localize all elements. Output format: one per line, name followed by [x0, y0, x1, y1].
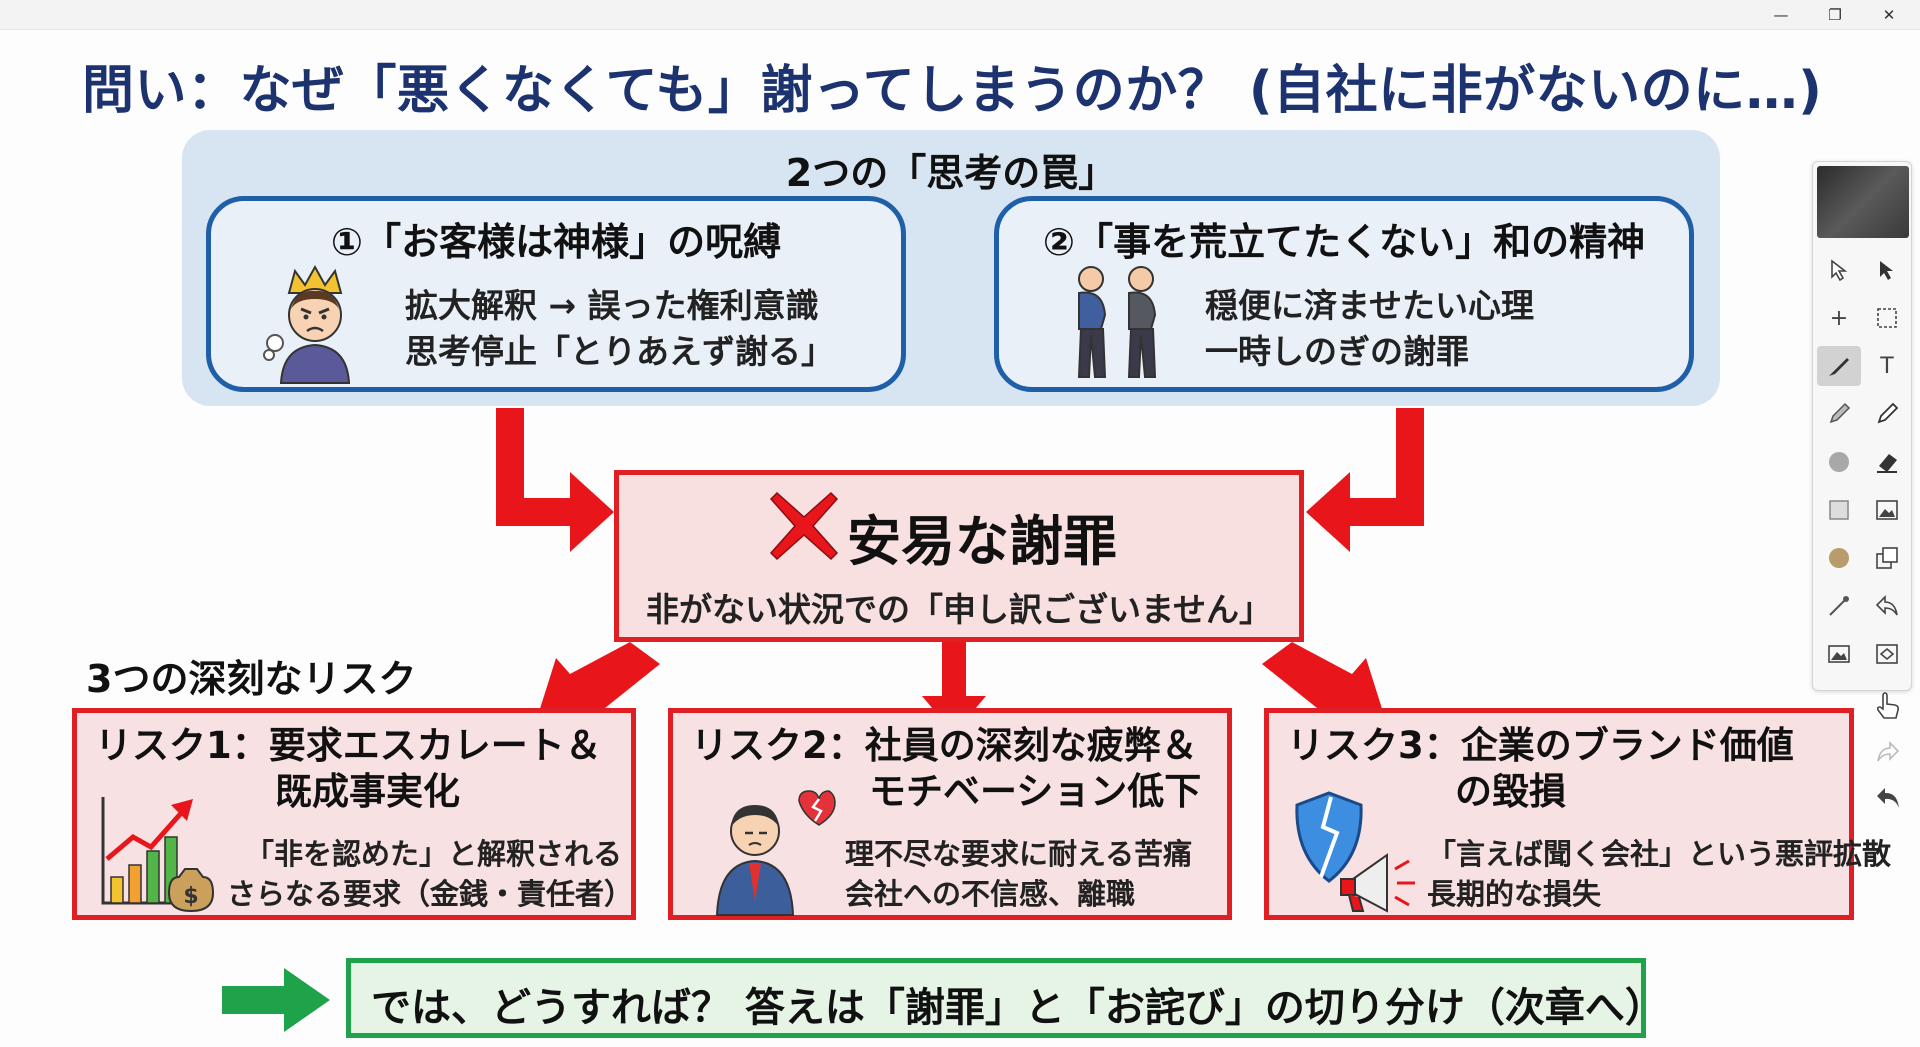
risk-2-title-1: リスク2：社員の深刻な疲弊＆ [691, 724, 1198, 767]
undo-icon[interactable] [1865, 586, 1909, 626]
bowing-people-icon [1077, 266, 1157, 378]
risk-2-title-2: モチベーション低下 [869, 770, 1202, 813]
rising-chart-moneybag-icon: $ [101, 797, 215, 913]
trap-1-line-2: 思考停止「とりあえず謝る」 [405, 332, 834, 371]
rect-select-icon[interactable] [1865, 298, 1909, 338]
risk-2-line-1: 理不尽な要求に耐える苦痛 [845, 837, 1193, 871]
arrow-trap1-to-center [496, 408, 614, 552]
risk-3-line-1: 「言えば聞く会社」という悪評拡散 [1427, 837, 1892, 871]
trap-2-title: ②「事を荒立てたくない」和の精神 [1042, 220, 1646, 264]
answer-arrow-icon [222, 968, 330, 1032]
pointer-icon[interactable] [1865, 250, 1909, 290]
risk-1-line-1: 「非を認めた」と解釈される [245, 837, 623, 871]
trap-2-line-2: 一時しのぎの謝罪 [1205, 332, 1469, 371]
thinking-traps-panel: 2つの「思考の罠」 ①「お客様は神様」の呪縛 拡大解釈 → 誤った権利意識 思考… [182, 130, 1720, 406]
easy-apology-box: 安易な謝罪 非がない状況での「申し訳ございません」 [614, 470, 1304, 642]
risk-3-title-2: の毀損 [1455, 770, 1566, 813]
risk-2-line-2: 会社への不信感、離職 [845, 877, 1136, 911]
text-icon[interactable]: T [1880, 353, 1894, 379]
slide-title: 問い：なぜ「悪くなくても」謝ってしまうのか？ (自社に非がないのに…) [82, 61, 1823, 121]
risk-3-line-2: 長期的な損失 [1427, 877, 1602, 911]
risk-1-title-2: 既成事実化 [275, 770, 460, 813]
gray-circle-icon[interactable] [1817, 442, 1861, 482]
square-shade-icon[interactable] [1817, 490, 1861, 530]
tired-employee-heartbreak-icon [715, 790, 836, 916]
trap-2-line-1: 穏便に済ませたい心理 [1205, 286, 1535, 325]
duplicate-icon[interactable] [1865, 538, 1909, 578]
answer-text: では、どうすれば？ 答えは「謝罪」と「お詫び」の切り分け（次章へ） [371, 985, 1665, 1031]
hand-pointer-icon[interactable] [1868, 686, 1908, 726]
broken-shield-megaphone-icon [1295, 791, 1415, 913]
risk-card-3: リスク3：企業のブランド価値 の毀損 「言えば聞く会社」という悪評拡散 長期的な… [1264, 708, 1891, 920]
marker-icon[interactable] [1865, 394, 1909, 434]
maximize-button[interactable]: ❐ [1828, 6, 1842, 24]
plus-icon[interactable]: + [1829, 305, 1849, 331]
trap-1-line-1: 拡大解釈 → 誤った権利意識 [405, 286, 819, 325]
risk-card-1: リスク1：要求エスカレート＆ 既成事実化 $ 「非を認めた」と解釈される さらな… [72, 708, 636, 920]
pencil-icon[interactable] [1817, 394, 1861, 434]
brush-icon[interactable] [1817, 586, 1861, 626]
drawing-toolbar: + T [1812, 161, 1912, 691]
center-subtitle: 非がない状況での「申し訳ございません」 [645, 590, 1272, 629]
tan-circle-icon[interactable] [1817, 538, 1861, 578]
panel-title: 2つの「思考の罠」 [785, 151, 1117, 195]
slide-canvas: 問い：なぜ「悪くなくても」謝ってしまうのか？ (自社に非がないのに…) 2つの「… [0, 30, 1920, 1047]
risks-section-label: 3つの深刻なリスク [86, 657, 417, 701]
image-icon[interactable] [1817, 634, 1861, 674]
center-title: 安易な謝罪 [847, 510, 1117, 573]
hollow-pointer-icon[interactable] [1817, 250, 1861, 290]
risk-3-title-1: リスク3：企業のブランド価値 [1287, 724, 1794, 767]
back-icon[interactable] [1868, 778, 1908, 818]
preview-thumbnail[interactable] [1817, 166, 1909, 238]
trap-card-2: ②「事を荒立てたくない」和の精神 穏便に済ませたい心理 一時しのぎの謝罪 [994, 196, 1694, 392]
minimize-button[interactable]: — [1773, 6, 1789, 24]
pen-icon[interactable] [1817, 346, 1861, 386]
risk-1-title-1: リスク1：要求エスカレート＆ [95, 724, 602, 767]
close-button[interactable]: ✕ [1882, 6, 1896, 24]
answer-box: では、どうすれば？ 答えは「謝罪」と「お詫び」の切り分け（次章へ） [346, 958, 1665, 1038]
screenshot-icon[interactable] [1865, 634, 1909, 674]
window-titlebar: — ❐ ✕ [0, 0, 1920, 30]
red-x-icon [769, 491, 839, 561]
risk-1-line-2: さらなる要求（金銭・責任者） [227, 877, 634, 911]
image-frame-icon[interactable] [1865, 490, 1909, 530]
eraser-icon[interactable] [1865, 442, 1909, 482]
svg-text:$: $ [183, 884, 198, 909]
angry-king-icon [263, 264, 351, 384]
arrow-trap2-to-center [1306, 408, 1424, 552]
risk-card-2: リスク2：社員の深刻な疲弊＆ モチベーション低下 理不尽な要求に耐える苦痛 会社… [668, 708, 1232, 920]
trap-card-1: ①「お客様は神様」の呪縛 拡大解釈 → 誤った権利意識 思考停止「とりあえず謝る… [206, 196, 906, 392]
trap-1-title: ①「お客様は神様」の呪縛 [330, 220, 782, 264]
redo-icon[interactable] [1868, 732, 1908, 772]
